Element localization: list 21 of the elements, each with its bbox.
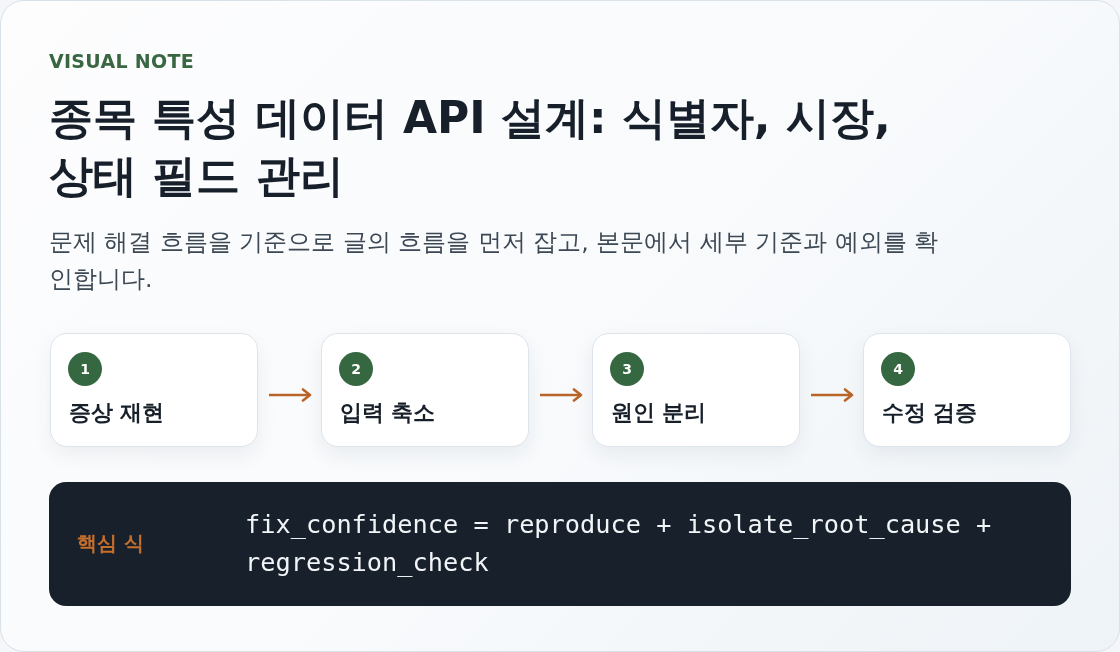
number-badge: 4: [881, 352, 915, 386]
formula-panel: [49, 482, 1071, 606]
step-card: [592, 333, 800, 447]
arrow: [269, 388, 312, 402]
eyebrow-text: VISUAL NOTE: [49, 49, 195, 73]
step-label: 수정 검증: [882, 400, 978, 426]
arrow: [811, 388, 854, 402]
step-label: 입력 축소: [340, 400, 436, 426]
step-card: [50, 333, 258, 447]
number-badge: 3: [610, 352, 644, 386]
step-card: [321, 333, 529, 447]
number-badge: 2: [339, 352, 373, 386]
number-badge: 1: [68, 352, 102, 386]
subtitle: 문제 해결 흐름을 기준으로 글의 흐름을 먼저 잡고, 본문에서 세부 기준과 예외를 확인합니다.: [49, 227, 940, 295]
formula-text: fix_confidence = reproduce + isolate_root_cause + regression_check: [245, 509, 993, 579]
formula-label: 핵심 식: [77, 530, 144, 556]
step-label: 증상 재현: [69, 400, 165, 426]
step-label: 원인 분리: [611, 400, 707, 426]
step-card: [863, 333, 1071, 447]
title: 종목 특성 데이터 API 설계: 식별자, 시장, 상태 필드 관리: [49, 91, 892, 203]
arrow: [540, 388, 583, 402]
